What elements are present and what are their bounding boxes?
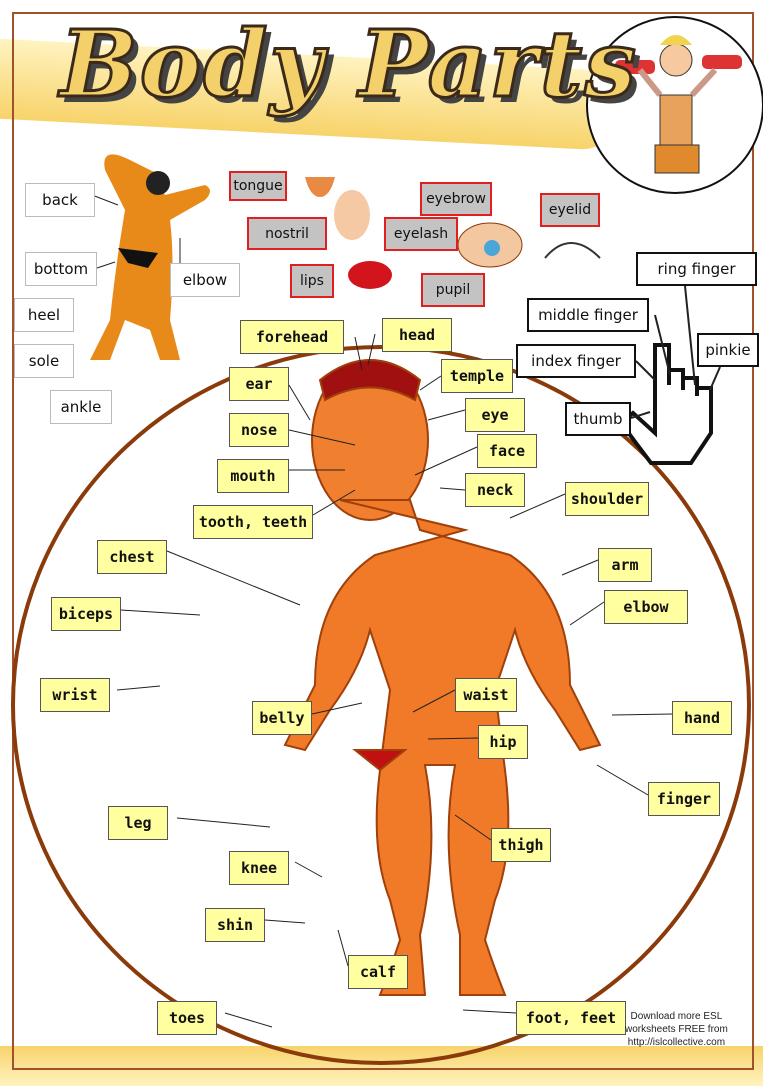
label-face: face (477, 434, 537, 468)
label-sole: sole (14, 344, 74, 378)
label-mouth: mouth (217, 459, 289, 493)
label-knee: knee (229, 851, 289, 885)
credit-line: worksheets FREE from (625, 1024, 728, 1035)
label-shoulder: shoulder (565, 482, 649, 516)
label-back: back (25, 183, 95, 217)
body-circle (11, 345, 751, 1065)
label-wrist: wrist (40, 678, 110, 712)
label-finger: finger (648, 782, 720, 816)
label-chest: chest (97, 540, 167, 574)
label-shin: shin (205, 908, 265, 942)
label-elbow-small: elbow (170, 263, 240, 297)
label-pupil: pupil (421, 273, 485, 307)
label-temple: temple (441, 359, 513, 393)
label-eyelash: eyelash (384, 217, 458, 251)
label-tooth-teeth: tooth, teeth (193, 505, 313, 539)
label-tongue: tongue (229, 171, 287, 201)
label-ankle: ankle (50, 390, 112, 424)
label-ear: ear (229, 367, 289, 401)
face-parts (305, 177, 601, 289)
label-nose: nose (229, 413, 289, 447)
label-heel: heel (14, 298, 74, 332)
label-toes: toes (157, 1001, 217, 1035)
label-belly: belly (252, 701, 312, 735)
label-index-finger: index finger (516, 344, 636, 378)
pointer-lines (91, 194, 721, 1028)
label-lips: lips (290, 264, 334, 298)
credit-url: http://islcollective.com (627, 1037, 726, 1048)
label-foot-feet: foot, feet (516, 1001, 626, 1035)
label-thumb: thumb (565, 402, 631, 436)
label-leg: leg (108, 806, 168, 840)
label-bottom: bottom (25, 252, 97, 286)
label-biceps: biceps (51, 597, 121, 631)
label-nostril: nostril (247, 217, 327, 250)
label-arm: arm (598, 548, 652, 582)
page-title: Body Parts (58, 9, 639, 120)
page-frame (12, 12, 754, 1070)
label-neck: neck (465, 473, 525, 507)
label-calf: calf (348, 955, 408, 989)
credit-text: Download more ESL worksheets FREE from h… (625, 1010, 728, 1049)
label-middle-finger: middle finger (527, 298, 649, 332)
label-thigh: thigh (491, 828, 551, 862)
athlete-drawing (615, 35, 742, 174)
label-elbow: elbow (604, 590, 688, 624)
label-waist: waist (455, 678, 517, 712)
label-eye: eye (465, 398, 525, 432)
muscle-man (283, 359, 602, 996)
bodybuilder-small (90, 154, 210, 360)
credit-line: Download more ESL (630, 1011, 723, 1022)
label-ring-finger: ring finger (636, 252, 757, 286)
label-hand: hand (672, 701, 732, 735)
label-pinkie: pinkie (697, 333, 759, 367)
label-eyebrow: eyebrow (420, 182, 492, 216)
label-forehead: forehead (240, 320, 344, 354)
label-eyelid: eyelid (540, 193, 600, 227)
label-head: head (382, 318, 452, 352)
label-hip: hip (478, 725, 528, 759)
